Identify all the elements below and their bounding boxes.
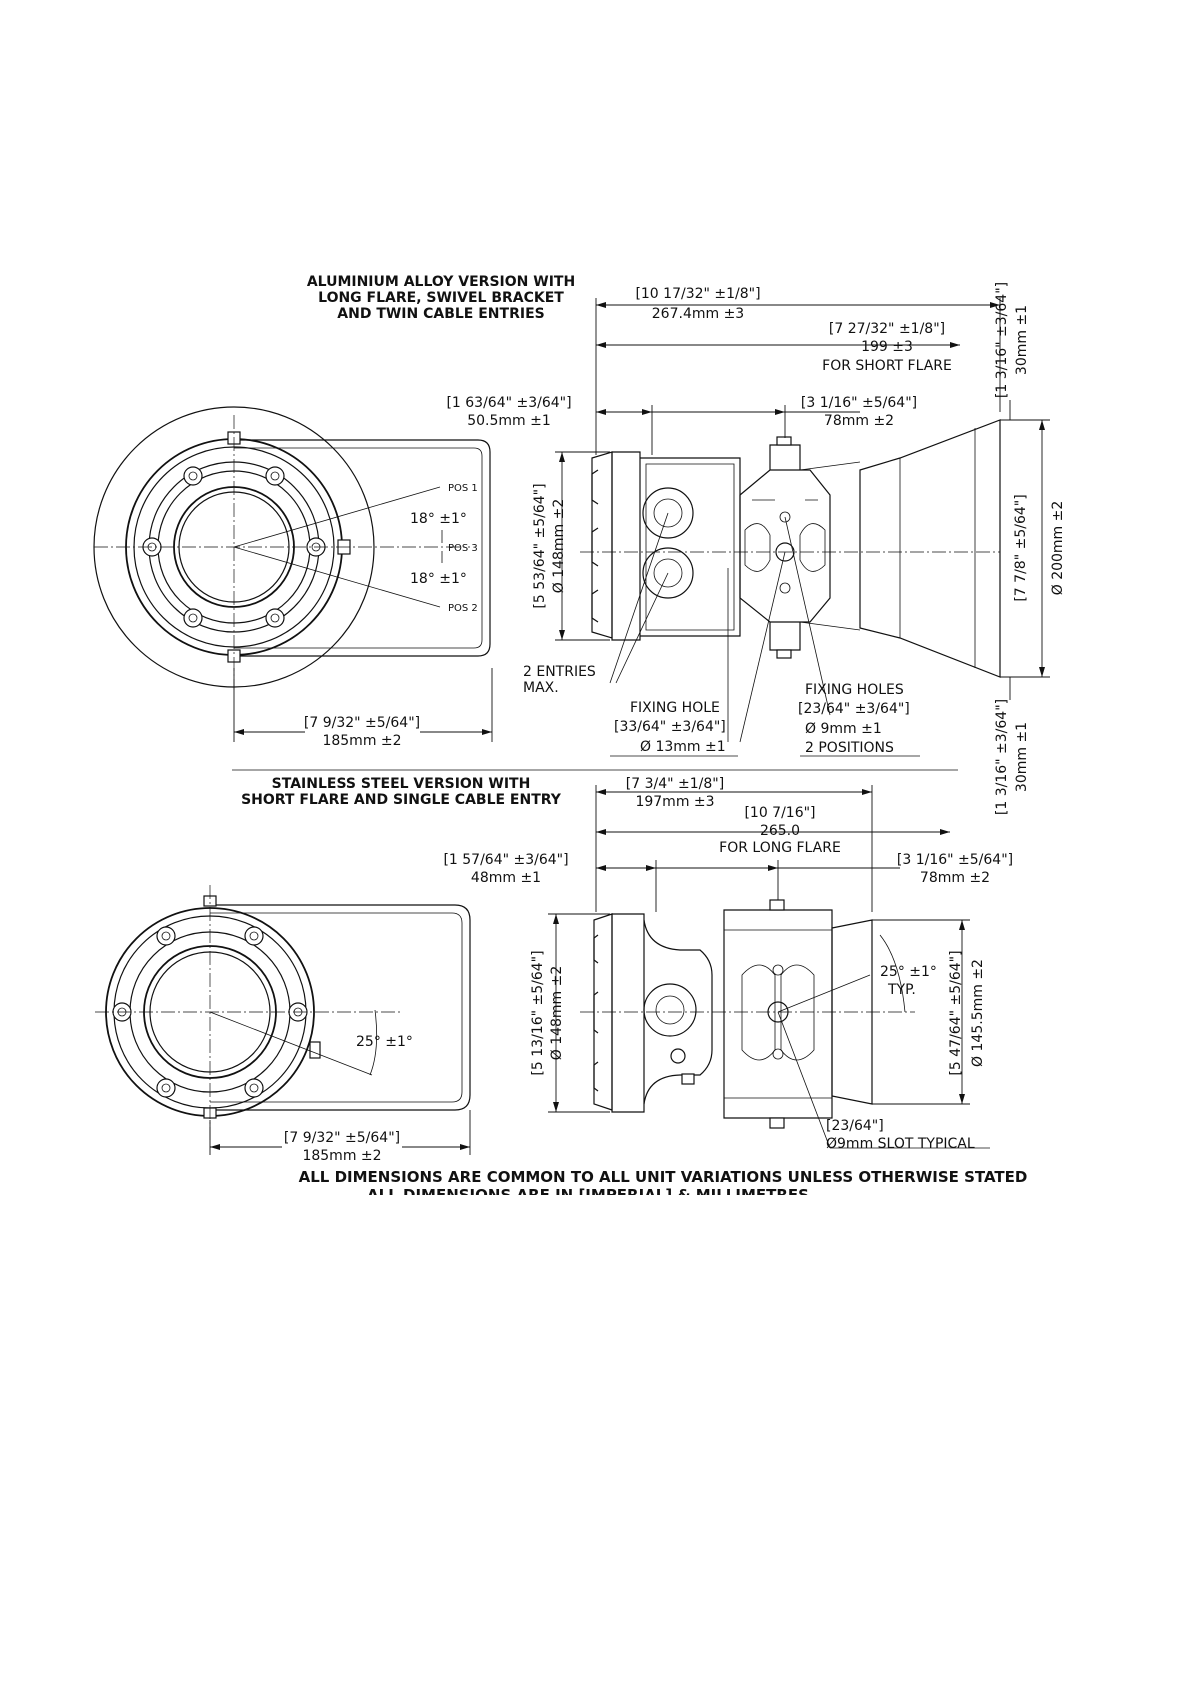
top-offset-imperial: [1 63/64" ±3/64"]	[446, 395, 571, 411]
long-flare-imperial: [10 7/16"]	[744, 805, 815, 821]
bottom-side-angle-note: TYP.	[887, 982, 916, 998]
top-clearance-top-metric: 30mm ±1	[1014, 305, 1030, 375]
top-title-line-1: ALUMINIUM ALLOY VERSION WITH	[307, 274, 575, 290]
top-width-imperial: [7 9/32" ±5/64"]	[304, 715, 420, 731]
bottom-bracket-imperial: [3 1/16" ±5/64"]	[897, 852, 1013, 868]
bottom-front-bolts	[112, 926, 308, 1098]
entries-note-line-1: 2 ENTRIES	[523, 664, 596, 680]
bottom-flare-dia-metric: Ø 145.5mm ±2	[970, 959, 986, 1067]
fixing-holes-count: 2 POSITIONS	[805, 740, 894, 756]
bottom-body-dia-imperial: [5 13/16" ±5/64"]	[530, 950, 546, 1075]
entries-note-line-2: MAX.	[523, 680, 559, 696]
bottom-title-line-2: SHORT FLARE AND SINGLE CABLE ENTRY	[241, 792, 562, 808]
short-flare-metric: 199 ±3	[861, 339, 913, 355]
fixing-holes-title: FIXING HOLES	[805, 682, 904, 698]
top-section: ALUMINIUM ALLOY VERSION WITH LONG FLARE,…	[93, 274, 1066, 815]
slot-imperial: [23/64"]	[826, 1118, 884, 1134]
footer-line-1: ALL DIMENSIONS ARE COMMON TO ALL UNIT VA…	[299, 1168, 1028, 1186]
bottom-offset-imperial: [1 57/64" ±3/64"]	[443, 852, 568, 868]
footer-line-2: ALL DIMENSIONS ARE IN [IMPERIAL] & MILLI…	[367, 1186, 809, 1204]
top-side-view: 2 ENTRIES MAX. FIXING HOLE [33/64" ±3/64…	[446, 282, 1066, 815]
slot-metric: Ø9mm SLOT TYPICAL	[826, 1136, 975, 1152]
bottom-overall-imperial: [7 3/4" ±1/8"]	[626, 776, 724, 792]
bottom-width-imperial: [7 9/32" ±5/64"]	[284, 1130, 400, 1146]
top-clearance-bottom-imperial: [1 3/16" ±3/64"]	[994, 699, 1010, 815]
fixing-hole-title: FIXING HOLE	[630, 700, 720, 716]
bottom-offset-metric: 48mm ±1	[471, 870, 541, 886]
top-title-line-2: LONG FLARE, SWIVEL BRACKET	[318, 290, 564, 306]
long-flare-metric: 265.0	[760, 823, 800, 839]
long-flare-note: FOR LONG FLARE	[719, 840, 841, 856]
top-body-dia-metric: Ø 148mm ±2	[551, 499, 567, 594]
bottom-bracket-metric: 78mm ±2	[920, 870, 990, 886]
top-title-line-3: AND TWIN CABLE ENTRIES	[337, 306, 544, 322]
footer-notes: ALL DIMENSIONS ARE COMMON TO ALL UNIT VA…	[299, 1168, 1028, 1204]
top-body-dia-imperial: [5 53/64" ±5/64"]	[532, 483, 548, 608]
bottom-front-angle: 25° ±1°	[356, 1034, 413, 1050]
pos-3-label: POS 3	[448, 543, 478, 554]
top-flare-dia-metric: Ø 200mm ±2	[1050, 501, 1066, 596]
top-flare-dia-imperial: [7 7/8" ±5/64"]	[1013, 494, 1029, 601]
fixing-holes-metric: Ø 9mm ±1	[805, 721, 882, 737]
fixing-holes-imperial: [23/64" ±3/64"]	[798, 701, 910, 717]
pos-1-label: POS 1	[448, 483, 478, 494]
bottom-section: STAINLESS STEEL VERSION WITH SHORT FLARE…	[95, 776, 1013, 1164]
angle-upper-label: 18° ±1°	[410, 511, 467, 527]
fixing-hole-metric: Ø 13mm ±1	[640, 739, 726, 755]
bottom-body-dia-metric: Ø 148mm ±2	[549, 966, 565, 1061]
top-bracket-metric: 78mm ±2	[824, 413, 894, 429]
short-flare-note: FOR SHORT FLARE	[822, 358, 952, 374]
pos-2-label: POS 2	[448, 603, 478, 614]
bottom-flare-dia-imperial: [5 47/64" ±5/64"]	[948, 950, 964, 1075]
fixing-hole-imperial: [33/64" ±3/64"]	[614, 719, 726, 735]
top-bracket-imperial: [3 1/16" ±5/64"]	[801, 395, 917, 411]
top-overall-metric: 267.4mm ±3	[652, 306, 744, 322]
bottom-width-metric: 185mm ±2	[302, 1148, 381, 1164]
bottom-side-angle: 25° ±1°	[880, 964, 937, 980]
bottom-front-view: 25° ±1° [7 9/32" ±5/64"] 185mm ±2	[95, 885, 471, 1164]
bottom-title-line-1: STAINLESS STEEL VERSION WITH	[272, 776, 531, 792]
top-width-metric: 185mm ±2	[322, 733, 401, 749]
top-overall-imperial: [10 17/32" ±1/8"]	[635, 286, 760, 302]
short-flare-imperial: [7 27/32" ±1/8"]	[829, 321, 945, 337]
top-offset-metric: 50.5mm ±1	[467, 413, 551, 429]
bottom-side-view: 25° ±1° TYP. [23/64"] Ø9mm SLOT TYPICAL …	[443, 776, 1013, 1152]
top-front-view: POS 1 POS 3 POS 2 18° ±1° 18° ±1° [7 9/3…	[93, 406, 493, 749]
top-clearance-bottom-metric: 30mm ±1	[1014, 722, 1030, 792]
angle-lower-label: 18° ±1°	[410, 571, 467, 587]
bottom-overall-metric: 197mm ±3	[635, 794, 714, 810]
top-clearance-top-imperial: [1 3/16" ±3/64"]	[994, 282, 1010, 398]
